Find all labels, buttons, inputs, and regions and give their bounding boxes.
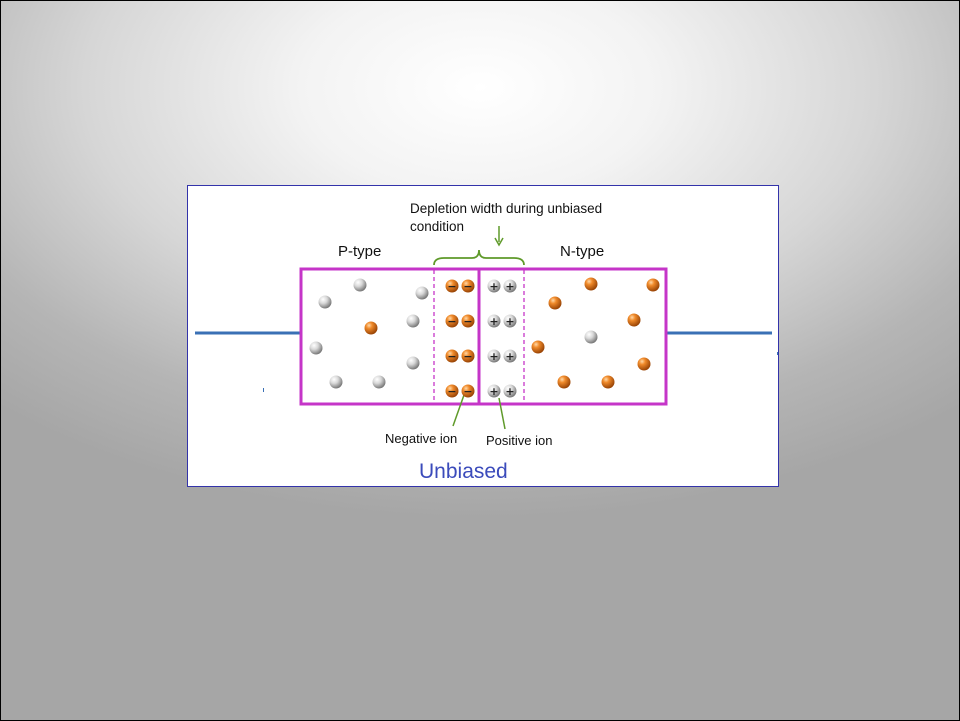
electron-icon xyxy=(627,313,641,327)
positive-ion-icon: + xyxy=(503,349,517,363)
svg-text:+: + xyxy=(505,315,514,328)
electron-icon xyxy=(364,321,378,335)
electron-icon xyxy=(584,277,598,291)
hole-icon xyxy=(584,330,598,344)
negative-ion-icon: − xyxy=(445,349,459,363)
negative-ion-icon: − xyxy=(461,314,475,328)
svg-text:+: + xyxy=(489,315,498,328)
hole-icon xyxy=(372,375,386,389)
wire-stub-mark xyxy=(777,352,778,355)
depletion-bracket xyxy=(433,249,525,266)
svg-text:+: + xyxy=(489,385,498,398)
negative-ion-icon: − xyxy=(461,279,475,293)
depletion-arrow-head xyxy=(494,237,504,247)
svg-text:+: + xyxy=(505,385,514,398)
svg-text:+: + xyxy=(505,350,514,363)
svg-text:+: + xyxy=(489,280,498,293)
negative-ion-icon: − xyxy=(461,384,475,398)
electron-icon xyxy=(637,357,651,371)
positive-ion-icon: + xyxy=(487,279,501,293)
junction-box xyxy=(299,267,668,406)
electron-icon xyxy=(548,296,562,310)
positive-ion-icon: + xyxy=(503,384,517,398)
negative-ion-icon: − xyxy=(445,314,459,328)
electron-icon xyxy=(531,340,545,354)
svg-text:+: + xyxy=(489,350,498,363)
svg-text:−: − xyxy=(463,315,472,328)
svg-text:−: − xyxy=(447,350,456,363)
svg-text:−: − xyxy=(463,385,472,398)
negative-ion-pointer xyxy=(452,394,465,427)
depletion-label-line2: condition xyxy=(410,219,464,234)
hole-icon xyxy=(318,295,332,309)
positive-ion-label: Positive ion xyxy=(486,433,552,448)
positive-ion-pointer xyxy=(498,397,506,430)
wire-stub-mark xyxy=(263,388,264,392)
positive-ion-icon: + xyxy=(487,384,501,398)
hole-icon xyxy=(415,286,429,300)
svg-text:−: − xyxy=(447,280,456,293)
p-type-label: P-type xyxy=(338,243,381,260)
n-type-label: N-type xyxy=(560,243,604,260)
positive-ion-icon: + xyxy=(487,349,501,363)
svg-text:−: − xyxy=(463,350,472,363)
electron-icon xyxy=(557,375,571,389)
svg-text:+: + xyxy=(505,280,514,293)
hole-icon xyxy=(329,375,343,389)
electron-icon xyxy=(601,375,615,389)
negative-ion-icon: − xyxy=(445,279,459,293)
positive-ion-icon: + xyxy=(503,314,517,328)
hole-icon xyxy=(406,356,420,370)
pn-junction-figure: Depletion width during unbiased conditio… xyxy=(187,185,779,487)
hole-icon xyxy=(353,278,367,292)
negative-ion-label: Negative ion xyxy=(385,431,457,446)
svg-text:−: − xyxy=(447,385,456,398)
positive-ion-icon: + xyxy=(503,279,517,293)
pn-junction-diagram: Depletion width during unbiased conditio… xyxy=(195,201,778,483)
svg-text:−: − xyxy=(463,280,472,293)
hole-icon xyxy=(309,341,323,355)
depletion-label-line1: Depletion width during unbiased xyxy=(410,201,602,216)
hole-icon xyxy=(406,314,420,328)
negative-ion-icon: − xyxy=(461,349,475,363)
svg-text:−: − xyxy=(447,315,456,328)
caption-unbiased: Unbiased xyxy=(419,460,508,483)
negative-ion-icon: − xyxy=(445,384,459,398)
positive-ion-icon: + xyxy=(487,314,501,328)
electron-icon xyxy=(646,278,660,292)
